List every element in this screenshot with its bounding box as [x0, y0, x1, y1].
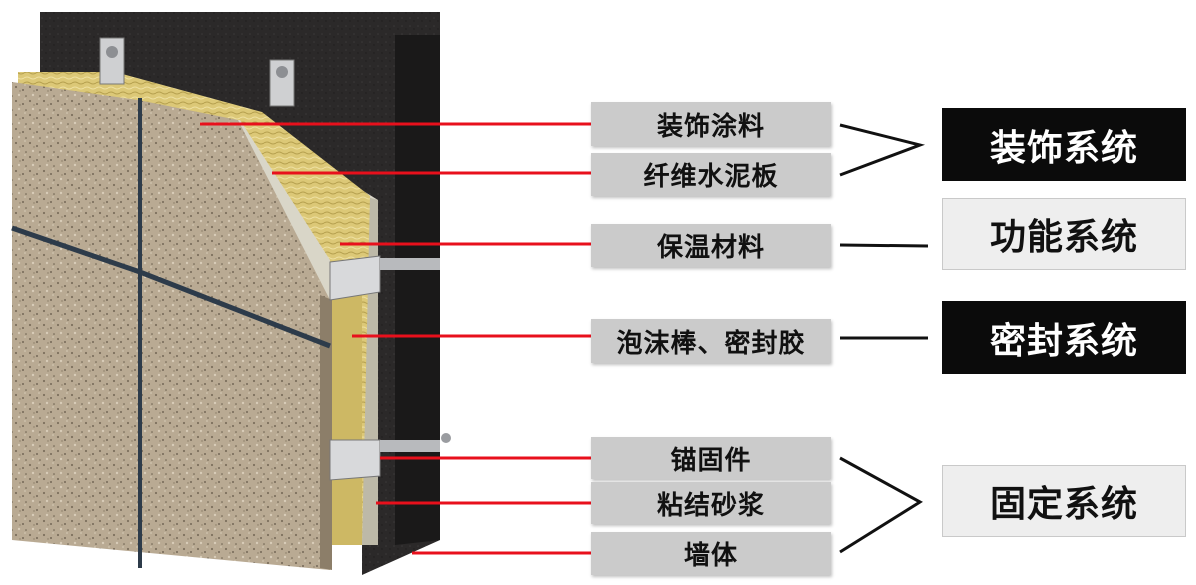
anchor-brackets — [99, 37, 451, 481]
component-label-fiber-cement-board: 纤维水泥板 — [591, 153, 831, 196]
component-label-decorative-coating: 装饰涂料 — [591, 102, 831, 146]
connector-function — [839, 243, 929, 248]
connector-fixing — [839, 456, 923, 554]
system-box-fixing: 固定系统 — [942, 465, 1186, 537]
system-box-decoration: 装饰系统 — [942, 108, 1186, 181]
system-box-sealing: 密封系统 — [942, 301, 1186, 374]
component-label-wall: 墙体 — [591, 532, 831, 575]
system-box-function: 功能系统 — [942, 198, 1186, 270]
component-label-bonding-mortar: 粘结砂浆 — [591, 482, 831, 524]
leader-lines — [200, 122, 591, 555]
system-connectors — [839, 123, 929, 554]
component-label-anchor: 锚固件 — [591, 437, 831, 479]
connector-decoration — [839, 123, 926, 177]
component-label-insulation-material: 保温材料 — [591, 224, 831, 267]
component-label-foam-rod-sealant: 泡沫棒、密封胶 — [591, 319, 831, 363]
stone-facade-panels — [11, 82, 332, 570]
